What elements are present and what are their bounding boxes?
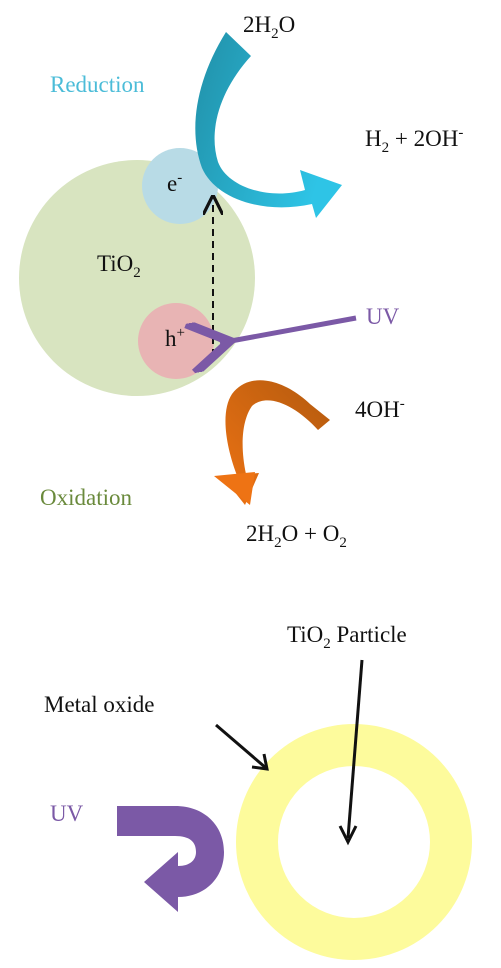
- uv-label-bottom: UV: [50, 801, 84, 826]
- oxidation-label: Oxidation: [40, 485, 132, 510]
- water-reactant-label: 2H2O: [243, 12, 296, 42]
- particle-label: TiO2 Particle: [287, 622, 407, 652]
- particle-pointer-arrow: [346, 659, 364, 839]
- oxidation-arrow-head: [214, 472, 255, 505]
- metal-oxide-label: Metal oxide: [44, 692, 155, 717]
- reduction-label: Reduction: [50, 72, 145, 97]
- hydroxide-label: 4OH-: [355, 396, 405, 422]
- hydrogen-product-label: H2 + 2OH-: [365, 125, 464, 156]
- shell-pointer-arrow: [215, 723, 267, 770]
- oxidation-product-label: 2H2O + O2: [246, 521, 347, 551]
- reduction-arrow: [195, 32, 342, 218]
- titania-label: TiO2: [97, 251, 141, 281]
- electron-circle: [142, 148, 218, 224]
- uv-label-top: UV: [366, 304, 400, 329]
- hole-label: h+: [165, 325, 185, 351]
- particle-pointer-head: [338, 825, 358, 846]
- electron-label: e-: [167, 170, 183, 196]
- uv-deflect-arrow: [117, 806, 224, 912]
- uv-arrow-top: [220, 315, 357, 343]
- shell-pointer-head: [251, 753, 269, 771]
